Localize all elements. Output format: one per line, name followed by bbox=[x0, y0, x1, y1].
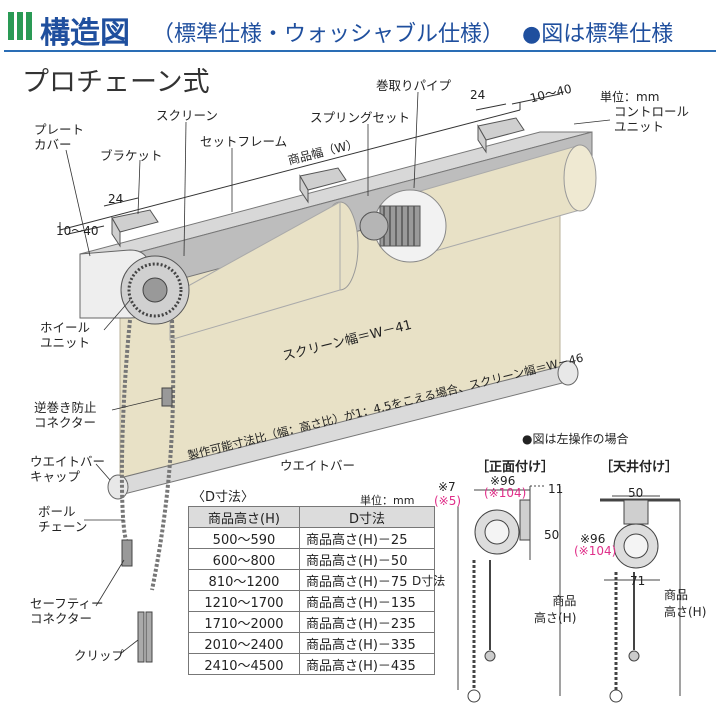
page-title: 構造図 bbox=[40, 16, 130, 51]
label-wheel-unit: ホイール ユニット bbox=[40, 320, 91, 350]
label-ball-chain: ボール チェーン bbox=[38, 504, 88, 534]
clip-icon bbox=[137, 611, 153, 663]
dim-24-right: 24 bbox=[470, 88, 486, 102]
dim-10-40-left: 10～40 bbox=[56, 224, 99, 238]
table-cell-d: 商品高さ(H)－335 bbox=[299, 632, 435, 654]
label-roll-pipe: 巻取りパイプ bbox=[376, 78, 452, 93]
page-subtitle: （標準仕様・ウォッシャブル仕様） bbox=[152, 22, 505, 47]
side-diagram-note: ●図は左操作の場合 bbox=[522, 432, 629, 446]
table-cell-height: 600～800 bbox=[188, 548, 300, 570]
ceiling-dim-71: 71 bbox=[630, 574, 646, 588]
weight-bar bbox=[107, 360, 579, 500]
label-weight-bar-cap: ウエイトバー キャップ bbox=[30, 454, 106, 484]
label-plate-cover: プレート カバー bbox=[34, 122, 85, 152]
table-cell-height: 1210～1700 bbox=[188, 590, 300, 612]
ball-chain bbox=[119, 319, 176, 591]
ceiling-dim-height: 商品 高さ(H) bbox=[664, 588, 707, 619]
front-dim-96: ※96 bbox=[490, 474, 516, 488]
label-reverse-connector: 逆巻き防止 コネクター bbox=[34, 400, 97, 430]
ceiling-dim-104: (※104) bbox=[574, 544, 617, 558]
table-cell-d: 商品高さ(H)－435 bbox=[299, 653, 435, 675]
front-dim-height: 商品 高さ(H) bbox=[534, 594, 577, 625]
table-cell-d: 商品高さ(H)－75 bbox=[299, 569, 435, 591]
d-table-header-d: D寸法 bbox=[299, 506, 435, 528]
dim-24-left: 24 bbox=[108, 192, 124, 206]
table-cell-d: 商品高さ(H)－25 bbox=[299, 527, 435, 549]
d-table-unit: 単位：mm bbox=[360, 494, 415, 507]
front-dim-7: ※7 bbox=[438, 480, 456, 494]
label-spring-set: スプリングセット bbox=[310, 110, 411, 125]
ceiling-dim-50: 50 bbox=[628, 486, 644, 500]
table-cell-height: 810～1200 bbox=[188, 569, 300, 591]
title-marker-icon bbox=[8, 12, 32, 40]
ceiling-mount-diagram bbox=[600, 495, 681, 703]
table-cell-d: 商品高さ(H)－135 bbox=[299, 590, 435, 612]
front-dim-5: (※5) bbox=[434, 494, 462, 508]
bracket-right bbox=[477, 117, 525, 154]
d-table-caption: 〈D寸法〉 bbox=[192, 490, 255, 505]
label-weight-bar: ウエイトバー bbox=[280, 458, 356, 473]
table-cell-height: 500～590 bbox=[188, 527, 300, 549]
table-cell-height: 2010～2400 bbox=[188, 632, 300, 654]
table-cell-d: 商品高さ(H)－50 bbox=[299, 548, 435, 570]
label-bracket: ブラケット bbox=[100, 148, 163, 163]
label-control-unit: コントロール ユニット bbox=[614, 104, 690, 134]
reverse-connector bbox=[161, 387, 173, 407]
label-screen: スクリーン bbox=[156, 108, 218, 123]
label-set-frame: セットフレーム bbox=[200, 134, 288, 149]
label-safety-connector: セーフティー コネクター bbox=[30, 596, 104, 626]
front-dim-d: D寸法 bbox=[412, 574, 446, 588]
front-mount-diagram bbox=[457, 485, 561, 703]
front-dim-11: 11 bbox=[548, 482, 564, 496]
d-table-header-height: 商品高さ(H) bbox=[188, 506, 300, 528]
safety-connector bbox=[121, 539, 133, 567]
table-cell-height: 2410～4500 bbox=[188, 653, 300, 675]
unit-label-top: 単位：mm bbox=[600, 90, 660, 104]
ceiling-dim-96: ※96 bbox=[580, 532, 606, 546]
label-clip: クリップ bbox=[74, 648, 125, 663]
table-cell-height: 1710～2000 bbox=[188, 611, 300, 633]
table-cell-d: 商品高さ(H)－235 bbox=[299, 611, 435, 633]
front-mount-title: ［正面付け］ bbox=[476, 460, 555, 475]
bracket-left bbox=[111, 209, 159, 248]
ceiling-mount-title: ［天井付け］ bbox=[600, 460, 679, 475]
header-bar bbox=[4, 4, 716, 52]
bracket-mid bbox=[299, 167, 347, 204]
front-dim-104: (※104) bbox=[484, 486, 527, 500]
product-type: プロチェーン式 bbox=[22, 67, 210, 98]
front-dim-50: 50 bbox=[544, 528, 560, 542]
standard-spec-note: ●図は標準仕様 bbox=[522, 22, 674, 47]
